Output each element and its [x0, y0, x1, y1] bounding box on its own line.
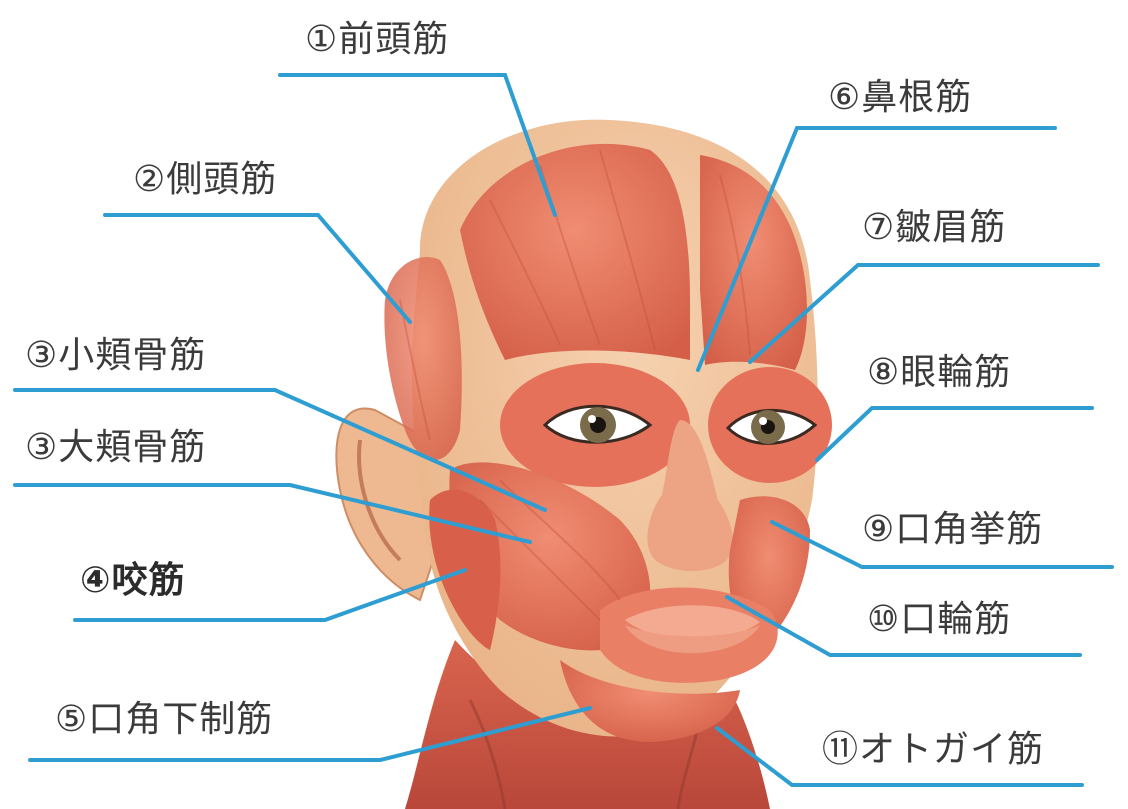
label-masseter: ④咬筋: [80, 563, 185, 599]
label-procerus: ⑥鼻根筋: [828, 80, 972, 116]
label-orbicularis-oculi: ⑧眼輪筋: [867, 355, 1011, 391]
label-corrugator: ⑦皺眉筋: [862, 210, 1006, 246]
label-mentalis: ⑪オトガイ筋: [822, 732, 1044, 768]
label-levator-anguli-oris: ⑨口角挙筋: [862, 512, 1043, 548]
label-zygomaticus-major: ③大頬骨筋: [25, 430, 206, 466]
label-orbicularis-oris: ⑩口輪筋: [867, 602, 1011, 638]
label-depressor-anguli-oris: ⑤口角下制筋: [55, 702, 273, 738]
label-zygomaticus-minor: ③小頬骨筋: [25, 338, 206, 374]
label-frontalis: ①前頭筋: [305, 22, 449, 58]
label-temporalis: ②側頭筋: [133, 162, 277, 198]
frontalis-muscle-right: [700, 155, 807, 370]
leader-temporalis: [105, 215, 410, 322]
leader-orbicularis-oculi: [817, 408, 1092, 460]
